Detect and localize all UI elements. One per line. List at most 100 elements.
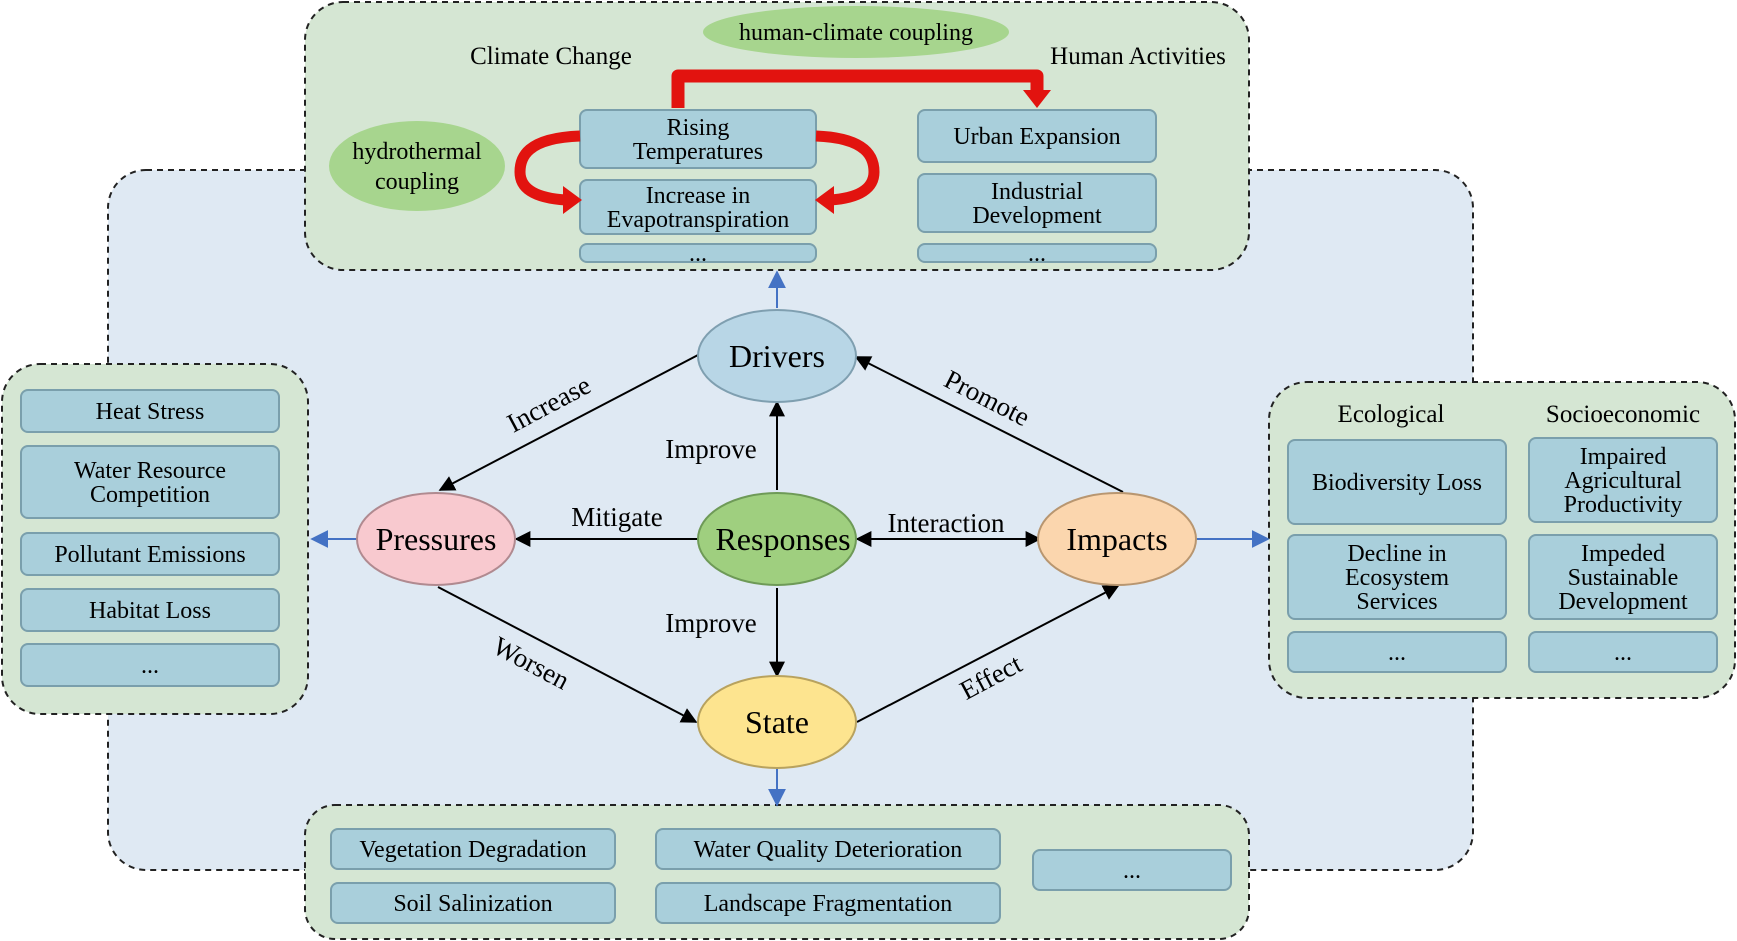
pressure-item-4: Habitat Loss — [20, 588, 280, 632]
state-item-5: ... — [1032, 849, 1232, 891]
node-responses-label: Responses — [715, 521, 850, 557]
climate-item-3: ... — [579, 241, 817, 267]
red-cycle-arrow-left — [514, 130, 581, 206]
state-item-3-label: Water Quality Deterioration — [694, 837, 963, 863]
pressure-item-1-label: Heat Stress — [96, 399, 205, 425]
state-item-5-box — [1032, 849, 1232, 891]
pressure-item-1-box — [20, 389, 280, 433]
socioeconomic-item-2-box — [1528, 534, 1718, 620]
node-drivers: Drivers — [697, 309, 857, 403]
climate-item-2-box — [579, 179, 817, 235]
edge-label-mitigate: Mitigate — [571, 502, 662, 532]
ecological-item-3: ... — [1287, 631, 1507, 673]
state-item-2-label: Soil Salinization — [393, 891, 552, 917]
socioeconomic-label: Socioeconomic — [1546, 401, 1700, 428]
node-state: State — [697, 675, 857, 769]
human-item-1-box — [917, 109, 1157, 163]
state-item-5-label: ... — [1123, 858, 1141, 884]
socioeconomic-item-3-box — [1528, 631, 1718, 673]
node-responses: Responses — [697, 492, 857, 586]
ecological-label: Ecological — [1338, 401, 1445, 428]
human-climate-coupling-ellipse — [703, 6, 1009, 58]
node-pressures: Pressures — [356, 492, 516, 586]
socioeconomic-item-1-box — [1528, 437, 1718, 523]
state-item-2-box — [330, 882, 616, 924]
node-pressures-label: Pressures — [376, 521, 497, 557]
hydrothermal-coupling-ellipse — [329, 121, 505, 211]
pressure-item-3-label: Pollutant Emissions — [54, 542, 245, 568]
climate-item-3-label: ... — [689, 241, 707, 267]
ecological-item-2-box — [1287, 534, 1507, 620]
edge-label-improve-up: Improve — [665, 434, 756, 464]
top-panel: Climate Change Human Activities human-cl… — [304, 1, 1250, 271]
state-item-3-box — [655, 828, 1001, 870]
node-state-label: State — [745, 704, 809, 740]
state-item-1-box — [330, 828, 616, 870]
state-item-3: Water Quality Deterioration — [655, 828, 1001, 870]
pressure-item-3: Pollutant Emissions — [20, 532, 280, 576]
state-item-4-box — [655, 882, 1001, 924]
state-item-4: Landscape Fragmentation — [655, 882, 1001, 924]
node-drivers-label: Drivers — [729, 338, 825, 374]
pressure-item-5-box — [20, 643, 280, 687]
human-item-3-box — [917, 243, 1157, 263]
pressure-item-1: Heat Stress — [20, 389, 280, 433]
pressure-item-3-box — [20, 532, 280, 576]
state-item-1: Vegetation Degradation — [330, 828, 616, 870]
human-activities-label: Human Activities — [1050, 43, 1226, 70]
arrow-pressures-to-state — [437, 586, 698, 723]
ecological-item-3-box — [1287, 631, 1507, 673]
state-item-2: Soil Salinization — [330, 882, 616, 924]
socioeconomic-item-3-label: ... — [1614, 640, 1632, 666]
right-panel: Ecological Socioeconomic Biodiversity Lo… — [1268, 381, 1736, 699]
pressure-item-5: ... — [20, 643, 280, 687]
socioeconomic-item-3: ... — [1528, 631, 1718, 673]
climate-item-3-box — [579, 243, 817, 263]
ecological-item-3-label: ... — [1388, 640, 1406, 666]
state-item-1-label: Vegetation Degradation — [359, 837, 586, 863]
node-impacts-label: Impacts — [1066, 521, 1167, 557]
pressure-item-2-box — [20, 445, 280, 519]
ecological-item-1: Biodiversity Loss — [1287, 439, 1507, 525]
pressure-item-4-label: Habitat Loss — [89, 598, 211, 624]
pressure-item-4-box — [20, 588, 280, 632]
human-climate-coupling-label: human-climate coupling — [739, 20, 973, 46]
human-item-1-label: Urban Expansion — [953, 124, 1120, 150]
state-item-4-label: Landscape Fragmentation — [704, 891, 953, 917]
human-item-3-label: ... — [1028, 241, 1046, 267]
arrow-drivers-to-pressures — [438, 354, 699, 491]
edge-label-interaction: Interaction — [888, 508, 1005, 538]
node-impacts: Impacts — [1037, 492, 1197, 586]
ecological-item-1-box — [1287, 439, 1507, 525]
pressure-item-5-label: ... — [141, 653, 159, 679]
ecological-item-1-label: Biodiversity Loss — [1312, 470, 1482, 496]
climate-change-label: Climate Change — [470, 43, 632, 70]
arrow-state-to-impacts — [856, 585, 1120, 723]
arrow-impacts-to-drivers — [854, 356, 1124, 493]
red-cycle-arrow-right — [815, 130, 880, 206]
human-item-1: Urban Expansion — [917, 109, 1157, 163]
human-item-2-box — [917, 173, 1157, 233]
red-coupling-arrow — [671, 69, 1044, 108]
human-item-3: ... — [917, 241, 1157, 267]
edge-label-improve-down: Improve — [665, 608, 756, 638]
